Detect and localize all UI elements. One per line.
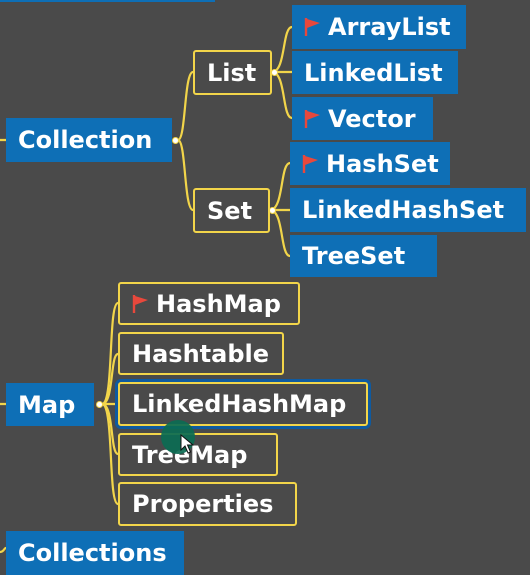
- node-linkedhashmap[interactable]: LinkedHashMap: [118, 382, 368, 426]
- node-linkedlist[interactable]: LinkedList: [292, 51, 458, 94]
- node-treemap[interactable]: TreeMap: [118, 433, 278, 476]
- node-label: HashSet: [326, 149, 439, 178]
- connector-map-hashtable: [100, 352, 120, 406]
- node-label: HashMap: [156, 289, 281, 318]
- node-label: LinkedList: [304, 58, 443, 87]
- connector-map-treemap: [100, 402, 120, 456]
- red-flag-icon: [132, 294, 148, 313]
- red-flag-icon: [304, 109, 320, 128]
- node-label: Vector: [328, 104, 416, 133]
- node-label: List: [207, 58, 257, 87]
- connector-set-hashset: [268, 161, 292, 212]
- node-label: Properties: [132, 490, 274, 518]
- connector-list-vector: [270, 70, 294, 120]
- collapse-knob-set[interactable]: [269, 207, 276, 214]
- node-label: LinkedHashMap: [132, 390, 347, 418]
- collapse-knob-collection[interactable]: [172, 137, 179, 144]
- node-hashmap[interactable]: HashMap: [118, 282, 300, 325]
- node-label: ArrayList: [328, 13, 451, 41]
- node-hashtable[interactable]: Hashtable: [118, 332, 284, 375]
- node-label: Map: [18, 390, 76, 419]
- node-collections[interactable]: Collections: [6, 531, 184, 575]
- node-label: Hashtable: [132, 339, 270, 368]
- node-treeset[interactable]: TreeSet: [290, 235, 437, 277]
- node-label: LinkedHashSet: [302, 196, 505, 224]
- node-label: Set: [207, 196, 253, 225]
- node-collection[interactable]: Collection: [6, 118, 172, 162]
- red-flag-icon: [302, 154, 318, 173]
- connector-collection-set: [176, 138, 195, 212]
- connector-collection-list: [176, 70, 195, 142]
- mouse-pointer-icon: [180, 434, 194, 454]
- node-set[interactable]: Set: [193, 188, 270, 233]
- collapse-knob-list[interactable]: [271, 69, 278, 76]
- node-vector[interactable]: Vector: [292, 97, 433, 140]
- connector-list-arraylist: [270, 25, 294, 74]
- red-flag-icon: [304, 18, 320, 36]
- node-list[interactable]: List: [193, 50, 272, 95]
- node-label: Collections: [18, 539, 167, 567]
- node-properties[interactable]: Properties: [118, 482, 297, 526]
- collapse-knob-map[interactable]: [96, 401, 103, 408]
- node-label: Collection: [18, 126, 153, 154]
- connector-map-properties: [100, 402, 120, 506]
- node-label: TreeSet: [302, 242, 406, 270]
- connector-map-hashmap: [100, 301, 120, 406]
- connector-set-treeset: [268, 208, 292, 258]
- node-hashset[interactable]: HashSet: [290, 142, 450, 185]
- offscreen-node-edge: [0, 0, 215, 2]
- node-map[interactable]: Map: [6, 383, 94, 426]
- node-linkedhashset[interactable]: LinkedHashSet: [290, 188, 526, 232]
- node-arraylist[interactable]: ArrayList: [292, 5, 466, 49]
